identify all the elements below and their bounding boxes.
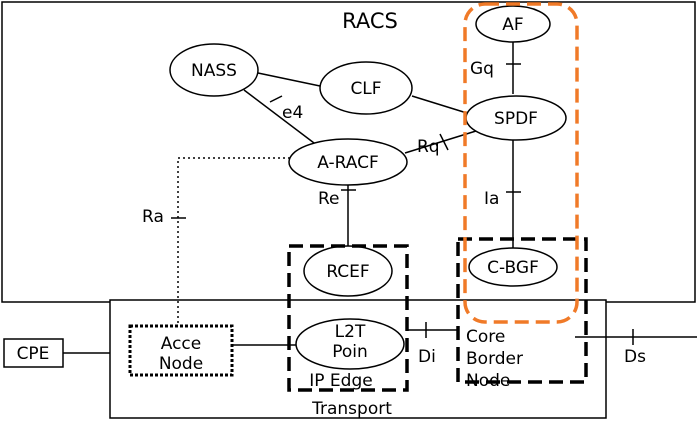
core-label-line1: Core [466, 327, 505, 347]
af-node [475, 5, 551, 43]
tick-rq [439, 133, 449, 151]
l2t-node [295, 318, 405, 370]
interface-ra: Ra [142, 207, 164, 227]
racs-title: RACS [342, 9, 398, 33]
interface-re: Re [318, 189, 340, 209]
interface-ds: Ds [624, 347, 646, 367]
l2t-label-line2: Poin [332, 342, 368, 362]
interface-e4: e4 [282, 103, 303, 123]
cpe-node [3, 338, 64, 368]
cbgf-node [468, 247, 558, 287]
link-nass-aracf [243, 89, 319, 147]
clf-label: CLF [350, 79, 381, 99]
nass-node [169, 43, 259, 97]
transport-label: Transport [311, 399, 392, 419]
cpe-label: CPE [17, 344, 50, 364]
rcef-node [303, 245, 393, 297]
cbgf-label: C-BGF [487, 258, 539, 278]
aracf-label: A-RACF [317, 153, 379, 173]
l2t-label-line1: L2T [335, 322, 366, 342]
af-label: AF [502, 15, 523, 35]
interface-ia: Ia [484, 189, 499, 209]
tick-e4 [269, 95, 283, 103]
interface-di: Di [418, 347, 436, 367]
link-ra-dotted [177, 157, 290, 328]
acce-label-line2: Node [159, 354, 203, 374]
af-spdf-highlight-box [463, 2, 579, 324]
rcef-label: RCEF [326, 262, 369, 282]
link-clf-spdf [411, 95, 471, 115]
acce-label-line1: Acce [161, 334, 201, 354]
acce-node [128, 324, 234, 377]
nass-label: NASS [191, 61, 237, 81]
ip-edge-label: IP Edge [309, 371, 372, 391]
ip-edge-dashed-box [287, 244, 409, 392]
interface-rq: Rq [417, 137, 440, 157]
link-nass-clf [257, 72, 321, 87]
core-border-dashed-box [456, 237, 588, 384]
interface-gq: Gq [470, 59, 494, 79]
core-label-line2: Border [466, 349, 523, 369]
spdf-label: SPDF [494, 109, 538, 129]
clf-node [319, 61, 413, 115]
aracf-node [288, 138, 408, 186]
